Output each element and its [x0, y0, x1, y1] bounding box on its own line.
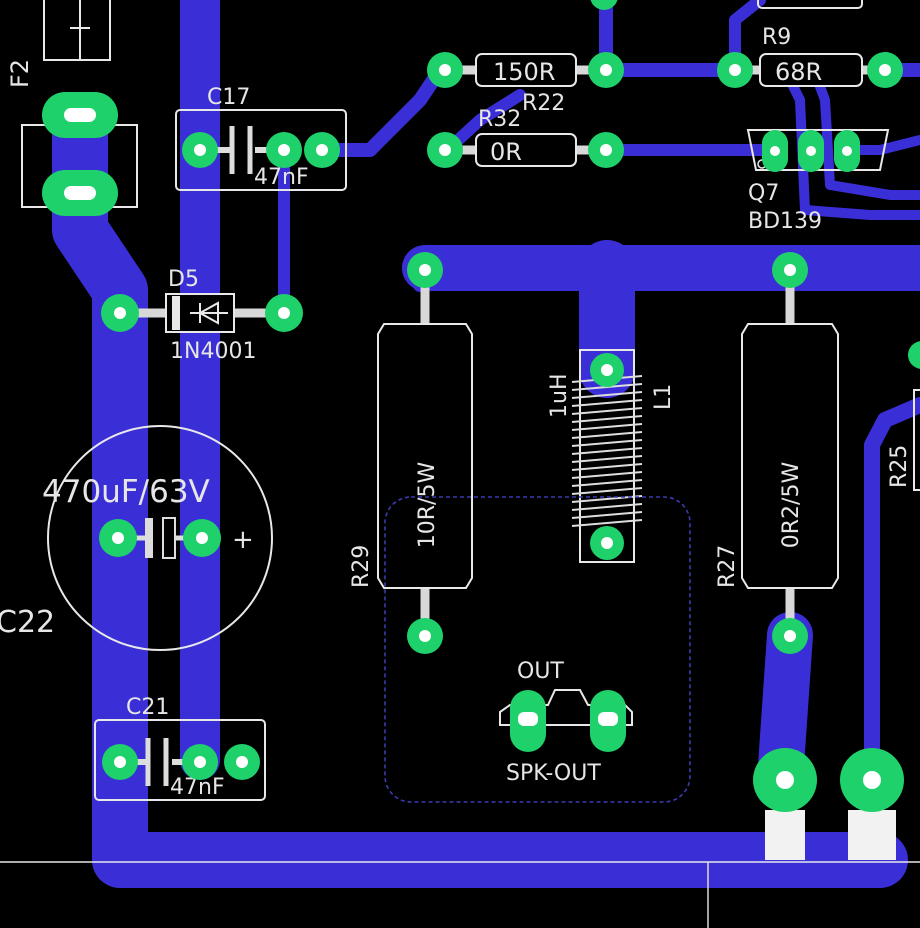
resistor-r27: 0R2/5W R27	[715, 270, 839, 636]
label-c22-value: 470uF/63V	[42, 474, 210, 510]
c22-outline	[47, 425, 273, 651]
capacitor-c22: 470uF/63V + C22	[0, 425, 273, 651]
pad-edge-1	[908, 341, 920, 369]
label-d5: D5	[168, 267, 199, 292]
spk-out-keepout	[384, 496, 691, 803]
r22-body	[475, 53, 577, 87]
label-spk-out: SPK-OUT	[506, 761, 601, 786]
diode-d5: D5 1N4001	[120, 267, 284, 364]
pad-edge-top	[590, 0, 618, 10]
transistor-q7: Q7 BD139	[746, 129, 890, 234]
label-c22: C22	[0, 605, 55, 640]
output-terminal-block	[0, 810, 920, 928]
label-d5-value: 1N4001	[170, 339, 256, 364]
label-r29: R29	[349, 545, 374, 588]
capacitor-c17: C17 47nF	[175, 85, 347, 191]
l1-windings	[571, 375, 643, 527]
label-r27-value: 0R2/5W	[779, 462, 804, 549]
label-r32: R32	[478, 107, 521, 132]
fuse-f2-body	[43, 0, 111, 61]
c21-outline	[94, 719, 266, 801]
trace-r25	[864, 397, 920, 788]
resistor-r22: 150R R22	[445, 53, 606, 116]
resistor-r25: R25	[887, 389, 920, 491]
label-q7-value: BD139	[748, 209, 822, 234]
pads	[42, 0, 920, 812]
r29-body	[377, 323, 473, 589]
label-c17-value: 47nF	[254, 165, 309, 190]
terminal-tab-1	[765, 810, 805, 860]
label-r32-value: 0R	[490, 138, 522, 166]
label-out: OUT	[517, 659, 564, 684]
label-l1: L1	[651, 384, 676, 410]
label-l1-value: 1uH	[547, 374, 572, 418]
r32-body	[475, 133, 577, 167]
label-r9: R9	[762, 25, 791, 50]
label-c17: C17	[207, 85, 250, 110]
c17-outline	[175, 109, 347, 191]
r27-body	[741, 323, 839, 589]
label-r27: R27	[715, 545, 740, 588]
speaker-output: OUT SPK-OUT	[384, 496, 691, 803]
label-r9-value: 68R	[775, 58, 822, 86]
label-r25: R25	[887, 445, 912, 488]
label-c21: C21	[126, 695, 169, 720]
terminal-tab-2	[848, 810, 896, 860]
q7-outline	[746, 129, 890, 171]
label-c22-plus: +	[232, 525, 254, 555]
label-r29-value: 10R/5W	[415, 462, 440, 549]
resistor-r29: 10R/5W R29	[349, 270, 473, 636]
resistor-r9: 68R R9	[735, 0, 885, 87]
label-q7: Q7	[748, 181, 779, 206]
r9-body	[759, 53, 863, 87]
label-r22: R22	[522, 91, 565, 116]
label-f2: F2	[6, 59, 34, 88]
inductor-l1: 1uH L1	[547, 349, 676, 563]
label-r22-value: 150R	[493, 58, 555, 86]
